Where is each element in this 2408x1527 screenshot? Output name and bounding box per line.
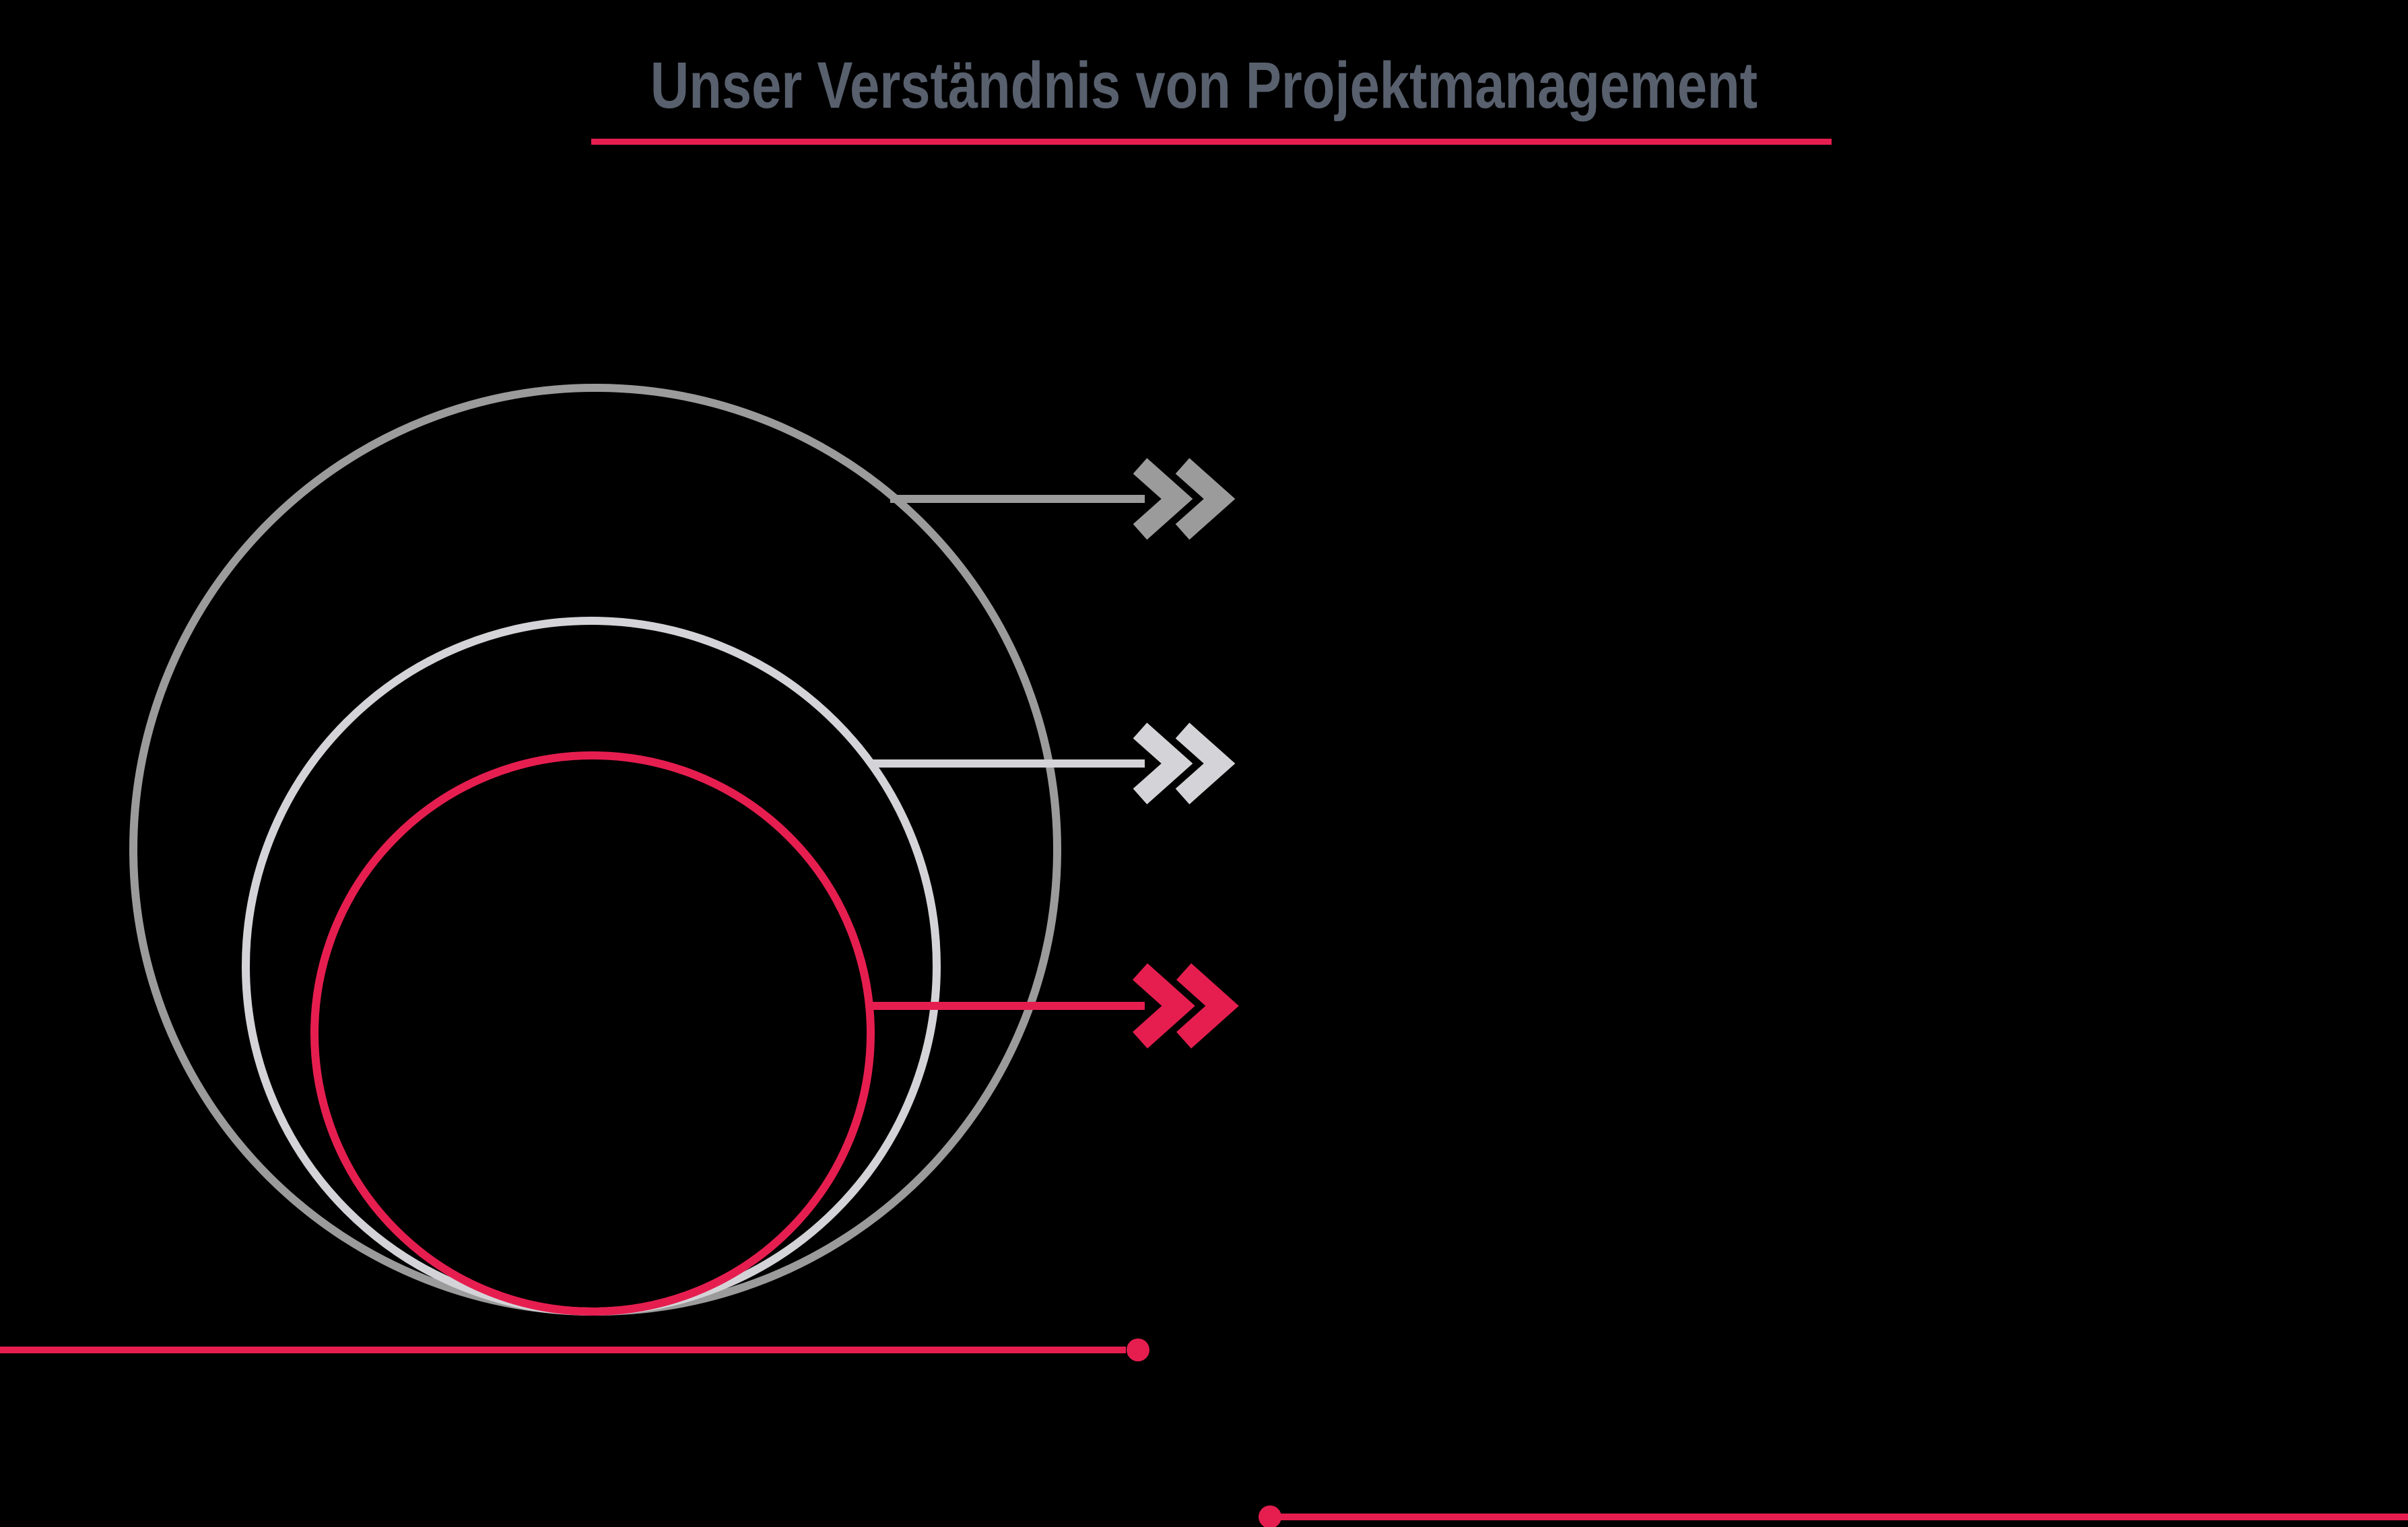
rule-start-dot <box>1259 1505 1281 1527</box>
middle-arrow <box>873 722 1236 805</box>
page-title: Unser Verständnis von Projektmanagement <box>650 48 1758 122</box>
chevron-right-icon <box>1176 963 1239 1049</box>
chevron-right-icon <box>1175 458 1236 540</box>
inner-circle <box>310 751 875 1316</box>
chevron-right-icon <box>1175 722 1236 805</box>
chevron-right-icon <box>1133 458 1193 540</box>
middle-circle <box>242 617 941 1316</box>
bottom-left-rule <box>0 1338 1149 1361</box>
chevron-right-icon <box>1132 963 1195 1049</box>
bottom-right-rule <box>1259 1505 2408 1527</box>
rule-end-dot <box>1127 1338 1149 1361</box>
chevron-right-icon <box>1133 722 1193 805</box>
inner-arrow <box>870 963 1239 1049</box>
title-underline <box>591 139 1832 145</box>
outer-arrow <box>890 458 1236 540</box>
